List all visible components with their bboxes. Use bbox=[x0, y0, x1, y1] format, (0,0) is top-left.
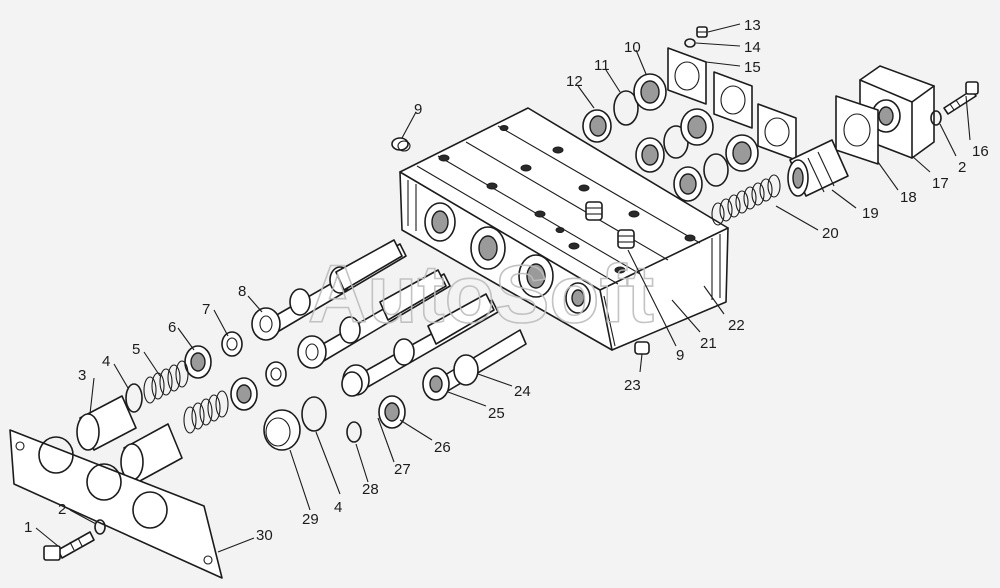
callout-19: 19 bbox=[862, 205, 879, 222]
top-seal-rings bbox=[391, 73, 759, 202]
callout-22: 22 bbox=[728, 317, 745, 334]
callout-9: 9 bbox=[414, 101, 422, 118]
valve-body bbox=[399, 107, 729, 351]
callout-15: 15 bbox=[744, 59, 761, 76]
end-cover-assembly bbox=[711, 65, 979, 226]
left-stack-parts bbox=[76, 331, 650, 483]
flange-plate bbox=[9, 429, 223, 579]
callout-16: 16 bbox=[972, 143, 989, 160]
callout-11: 11 bbox=[594, 57, 610, 74]
callout-1: 1 bbox=[24, 519, 32, 536]
callout-25: 25 bbox=[488, 405, 505, 422]
callout-14: 14 bbox=[744, 39, 761, 56]
callout-7: 7 bbox=[202, 301, 210, 318]
callout-3: 3 bbox=[78, 367, 86, 384]
leader-lines bbox=[35, 23, 971, 553]
callout-12: 12 bbox=[566, 73, 583, 90]
callout-24: 24 bbox=[514, 383, 531, 400]
callout-2: 2 bbox=[958, 159, 966, 176]
callout-13: 13 bbox=[744, 17, 761, 34]
callout-6: 6 bbox=[168, 319, 176, 336]
callout-4: 4 bbox=[334, 499, 342, 516]
callout-29: 29 bbox=[302, 511, 319, 528]
watermark-text: AutoSoft bbox=[308, 249, 654, 340]
callout-27: 27 bbox=[394, 461, 411, 478]
callout-18: 18 bbox=[900, 189, 917, 206]
callout-28: 28 bbox=[362, 481, 379, 498]
callout-26: 26 bbox=[434, 439, 451, 456]
callout-17: 17 bbox=[932, 175, 949, 192]
callout-9: 9 bbox=[676, 347, 684, 364]
callout-labels: 1 2 2 3 4 4 5 6 7 8 9 9 10 11 12 13 14 1… bbox=[24, 17, 989, 544]
callout-2: 2 bbox=[58, 501, 66, 518]
spools bbox=[251, 239, 527, 396]
callout-8: 8 bbox=[238, 283, 246, 300]
callout-10: 10 bbox=[624, 39, 641, 56]
cover-gaskets bbox=[667, 26, 797, 161]
callout-5: 5 bbox=[132, 341, 140, 358]
callout-20: 20 bbox=[822, 225, 839, 242]
callout-21: 21 bbox=[700, 335, 717, 352]
callout-4: 4 bbox=[102, 353, 110, 370]
callout-23: 23 bbox=[624, 377, 641, 394]
callout-30: 30 bbox=[256, 527, 273, 544]
